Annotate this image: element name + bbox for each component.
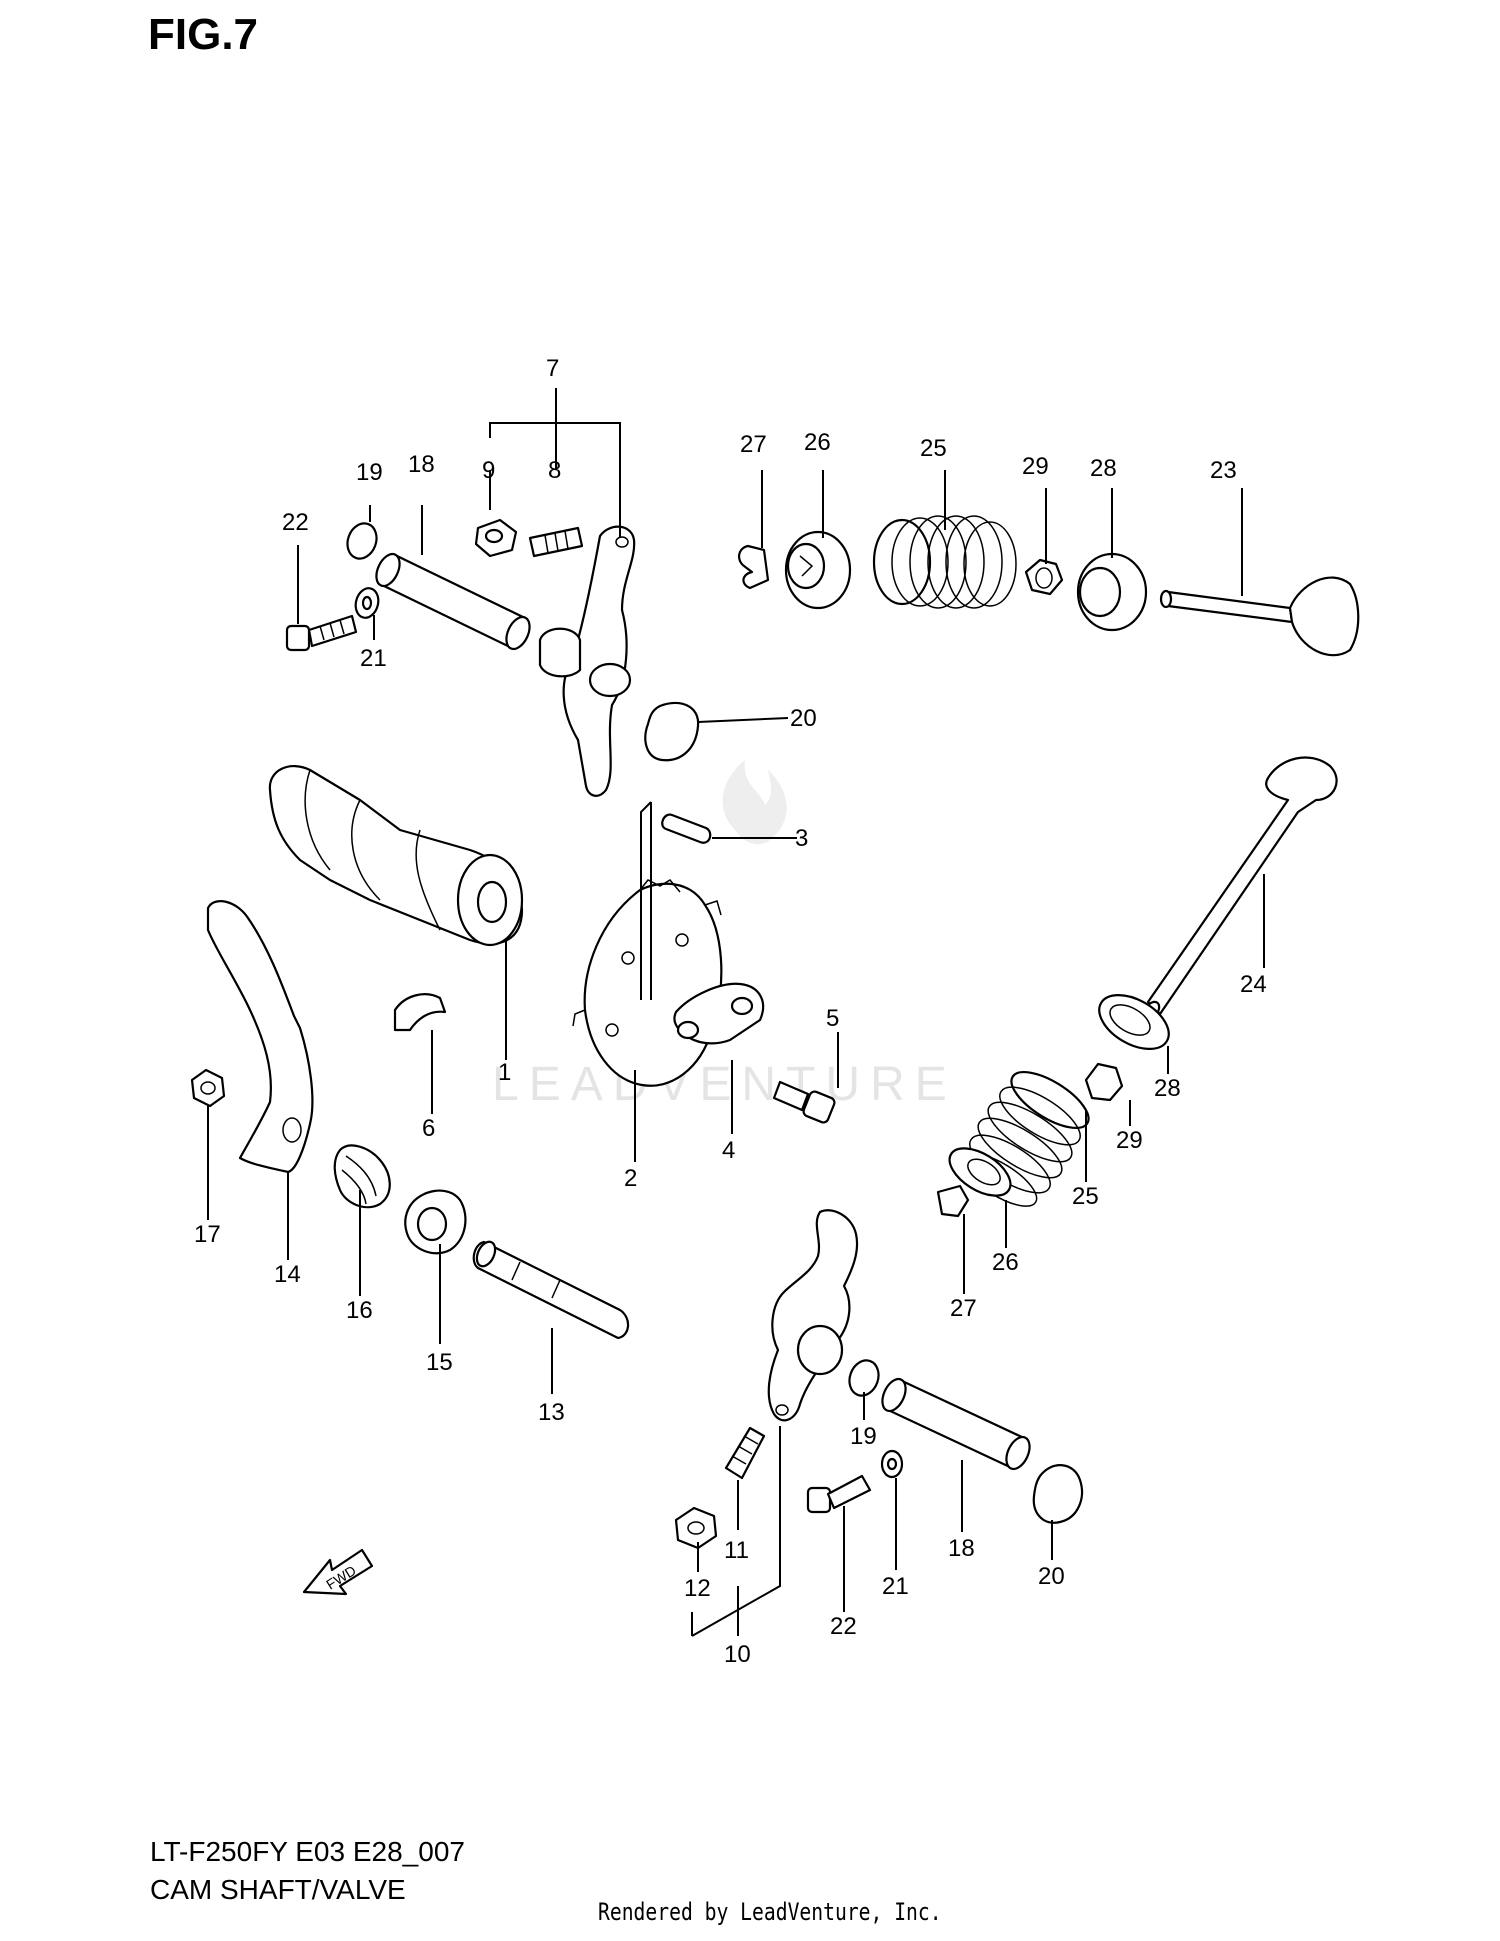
part-7-rocker-arm-top <box>538 525 636 797</box>
part-1-camshaft <box>268 765 524 947</box>
callout-20-bottom: 20 <box>1038 1563 1065 1590</box>
callout-21-top: 21 <box>360 645 387 672</box>
callout-24: 24 <box>1240 971 1267 998</box>
callout-26-top: 26 <box>804 429 831 456</box>
callout-5: 5 <box>826 1005 839 1032</box>
callout-22-bottom: 22 <box>830 1613 857 1640</box>
part-15-bushing <box>404 1189 467 1255</box>
section-title: CAM SHAFT/VALVE <box>150 1874 406 1905</box>
watermark-text: LEADVENTURE <box>492 1058 957 1111</box>
callout-25-bottom: 25 <box>1072 1183 1099 1210</box>
callout-21-bottom: 21 <box>882 1573 909 1600</box>
part-4-lock-plate <box>673 982 765 1045</box>
leadventure-watermark: LEADVENTURE <box>492 760 957 1111</box>
callout-12: 12 <box>684 1575 711 1602</box>
callout-4: 4 <box>722 1137 735 1164</box>
callout-29-top: 29 <box>1022 453 1049 480</box>
part-8-adjust-screw-top <box>528 526 584 558</box>
leader-lines <box>207 388 1265 1637</box>
callout-19-bottom: 19 <box>850 1423 877 1450</box>
part-6-cam-key <box>393 993 447 1032</box>
callout-9: 9 <box>482 457 495 484</box>
callout-10: 10 <box>724 1641 751 1668</box>
part-25-valve-spring-bottom <box>962 1071 1090 1207</box>
callout-20-top: 20 <box>790 705 817 732</box>
part-28-spring-seat-bottom <box>1098 993 1170 1051</box>
callout-19-top: 19 <box>356 459 383 486</box>
callout-14: 14 <box>274 1261 301 1288</box>
part-16-spring <box>333 1144 391 1209</box>
part-9-nut-top <box>474 518 518 558</box>
callout-27-bottom: 27 <box>950 1295 977 1322</box>
callout-11: 11 <box>724 1537 749 1564</box>
callout-28-top: 28 <box>1090 455 1117 482</box>
part-5-bolt <box>772 1080 836 1124</box>
model-code: LT-F250FY E03 E28_007 <box>150 1836 465 1867</box>
part-21-washer-top <box>354 587 380 619</box>
part-27-cotter-top <box>738 544 770 590</box>
callout-6: 6 <box>422 1115 435 1142</box>
figure-title: FIG.7 <box>148 10 259 59</box>
callout-18-top: 18 <box>408 451 435 478</box>
callout-15: 15 <box>426 1349 453 1376</box>
callout-26-bottom: 26 <box>992 1249 1019 1276</box>
callout-1: 1 <box>498 1059 511 1086</box>
callout-labels: 7 9 8 18 19 22 21 27 26 25 29 28 23 20 3… <box>194 355 1267 1668</box>
part-10-rocker-arm-bottom <box>767 1209 859 1422</box>
part-28-spring-seat-top <box>1076 552 1148 632</box>
callout-3: 3 <box>795 825 808 852</box>
callout-13: 13 <box>538 1399 565 1426</box>
part-19-oring-top <box>346 522 378 560</box>
part-18-rocker-shaft-top <box>375 552 531 651</box>
part-29-stem-seal-bottom <box>1084 1062 1124 1102</box>
part-23-valve-horizontal <box>1159 576 1360 657</box>
callout-28-bottom: 28 <box>1154 1075 1181 1102</box>
callout-7: 7 <box>546 355 559 382</box>
callout-25-top: 25 <box>920 435 947 462</box>
callout-27-top: 27 <box>740 431 767 458</box>
callout-16: 16 <box>346 1297 373 1324</box>
part-14-rocker-hole <box>282 1117 302 1143</box>
part-26-retainer-top <box>784 530 852 610</box>
part-22-bolt-bottom <box>806 1474 872 1514</box>
callout-2: 2 <box>624 1165 637 1192</box>
part-26-retainer-bottom <box>948 1147 1012 1197</box>
part-12-nut-bottom <box>674 1506 718 1550</box>
callout-22-top: 22 <box>282 509 309 536</box>
part-25-valve-spring-top <box>872 515 1017 609</box>
part-17-nut <box>190 1068 226 1108</box>
part-2-cam-sprocket <box>572 879 723 1087</box>
fwd-direction-arrow: FWD <box>302 1548 374 1596</box>
part-22-bolt-top <box>285 614 358 652</box>
callout-17: 17 <box>194 1221 221 1248</box>
part-19-oring-bottom <box>848 1359 880 1397</box>
part-21-washer-bottom <box>880 1449 904 1479</box>
part-29-stem-seal-top <box>1024 558 1064 596</box>
part-13-shaft <box>472 1240 630 1340</box>
rendered-by-credit: Rendered by LeadVenture, Inc. <box>598 1898 942 1926</box>
part-11-adjust-screw-bottom <box>724 1426 766 1480</box>
part-27-cotter-bottom <box>936 1184 970 1218</box>
callout-29-bottom: 29 <box>1116 1127 1143 1154</box>
part-14-rocker-arm-left <box>206 900 314 1174</box>
part-18-rocker-shaft-bottom <box>881 1377 1031 1471</box>
callout-18-bottom: 18 <box>948 1535 975 1562</box>
part-3-dowel-pin <box>661 813 712 844</box>
callout-23: 23 <box>1210 457 1237 484</box>
part-20-gasket-bottom <box>1032 1464 1084 1524</box>
callout-8: 8 <box>548 457 561 484</box>
part-20-gasket-top <box>644 701 700 762</box>
